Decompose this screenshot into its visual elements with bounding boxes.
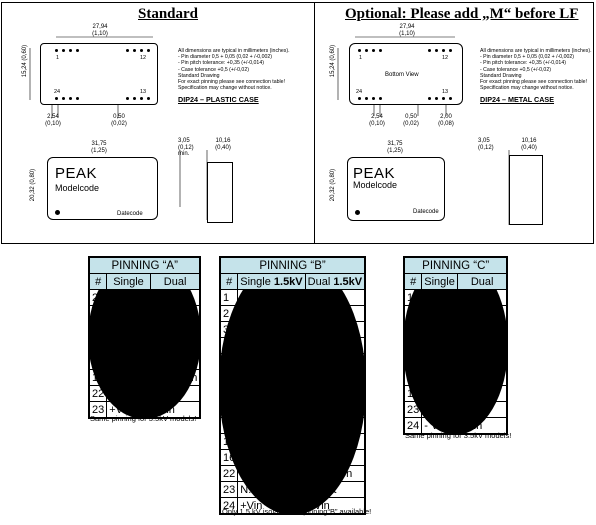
- pin-diameter-dimension: 0,50(0,02): [111, 114, 127, 127]
- col-dual: Dual: [149, 273, 201, 290]
- col-dual: Dual: [456, 273, 508, 290]
- table-row: 12- Vin- Vin: [219, 385, 366, 402]
- bottom-view-label: Bottom View: [385, 72, 419, 78]
- col-number: #: [88, 273, 108, 290]
- modelcode-label: Modelcode: [55, 183, 100, 193]
- pinning-c-table: PINNING “C” # Single Dual 1+Vin+Vin 2+Vi…: [403, 256, 509, 435]
- metal-case-title: DIP24 – METAL CASE: [480, 95, 555, 104]
- col-number: #: [403, 273, 423, 290]
- table-row: 3- Vin- Vin: [88, 305, 201, 322]
- right-height-dimension: 15,24 (0,60): [329, 44, 336, 78]
- top-view-outline: [40, 43, 158, 105]
- pin1-marker-dot: [55, 210, 60, 215]
- right-pin-diameter-dimension: 0,50(0,02): [403, 114, 419, 127]
- table-row: 1+Vin+Vin: [219, 289, 366, 306]
- table-row: 23+Vin+Vin: [88, 401, 201, 419]
- right-pin-1-label: 1: [359, 55, 363, 61]
- right-pin-24-label: 24: [356, 89, 363, 95]
- drawing-frame: [1, 2, 594, 244]
- right-front-width-dimension: 31,75(1,25): [387, 141, 403, 154]
- optional-heading: Optional: Please add „M“ before LF: [345, 6, 579, 22]
- right-modelcode-label: Modelcode: [353, 180, 398, 190]
- pinning-b-title: PINNING “B”: [219, 256, 366, 274]
- right-datecode-label: Datecode: [413, 209, 439, 215]
- pinning-a-footnote: Same pinning for 3.5kV models!: [90, 414, 197, 423]
- metal-bottom-view-outline: [349, 43, 463, 105]
- side-width-dimension: 10,16(0,40): [215, 138, 231, 151]
- right-pin-12-label: 12: [442, 55, 449, 61]
- right-notes: All dimensions are typical in millimeter…: [480, 48, 592, 92]
- table-row: 23- Vin- Vin: [403, 401, 508, 418]
- left-notes: All dimensions are typical in millimeter…: [178, 48, 290, 92]
- col-number: #: [219, 273, 239, 290]
- metal-front-view-outline: [347, 157, 445, 221]
- pin-13-label: 13: [140, 89, 147, 95]
- front-width-dimension: 31,75(1,25): [91, 141, 107, 154]
- pinning-b-table: PINNING “B” # Single 1.5kV Dual 1.5kV 1+…: [219, 256, 367, 515]
- col-single: Single: [106, 273, 151, 290]
- right-pin-13-label: 13: [442, 89, 449, 95]
- col-single: Single: [421, 273, 458, 290]
- pinning-a-table: PINNING “A” # Single Dual 2- Vin- Vin 3-…: [88, 256, 202, 419]
- right-pin1-marker-dot: [355, 210, 360, 215]
- width-dimension: 27,94(1,10): [92, 24, 108, 37]
- pinning-a-title: PINNING “A”: [88, 256, 201, 274]
- front-view-outline: [47, 157, 158, 220]
- pin-1-label: 1: [56, 55, 60, 61]
- table-row: 14+ Vout+Vout: [88, 353, 201, 370]
- table-row: 14+Vout+Vout: [219, 417, 366, 434]
- right-pitch-dimension: 2,54(0,10): [369, 114, 385, 127]
- standard-heading: Standard: [138, 6, 199, 22]
- table-row: 1+Vin+Vin: [403, 289, 508, 306]
- table-row: 13+Vout- Vout: [403, 369, 508, 386]
- col-dual-1-5kv: Dual 1.5kV: [304, 273, 366, 290]
- right-front-height-dimension: 20,32 (0,80): [329, 168, 336, 202]
- plastic-case-title: DIP24 – PLASTIC CASE: [178, 95, 259, 104]
- right-side-width-dimension: 10,16(0,40): [521, 138, 537, 151]
- right-standoff-dimension: 2,00(0,08): [438, 114, 454, 127]
- table-row: 22+Vin+Vin: [88, 385, 201, 402]
- datecode-label: Datecode: [117, 211, 143, 217]
- pin-12-label: 12: [140, 55, 147, 61]
- col-single-1-5kv: Single 1.5kV: [237, 273, 306, 290]
- table-row: 2- Vin- Vin: [88, 289, 201, 306]
- right-peak-logo: PEAK: [353, 165, 396, 182]
- pitch-dimension: 2,54(0,10): [45, 114, 61, 127]
- right-side-view-outline: [509, 155, 543, 225]
- pinning-c-footnote: Same pinning for 3.5kV models!: [405, 431, 512, 440]
- right-width-dimension: 27,94(1,10): [399, 24, 415, 37]
- table-row: 24+Vin+Vin: [219, 497, 366, 515]
- table-row: 2+Vin+Vin: [403, 305, 508, 322]
- table-row: 11+Vout+Vout: [219, 369, 366, 386]
- pinning-c-title: PINNING “C”: [403, 256, 508, 274]
- right-side-pin-length: 3,05(0,12): [478, 138, 494, 151]
- table-row: 24- Vin- Vin: [403, 417, 508, 435]
- pin-24-label: 24: [54, 89, 61, 95]
- side-pin-length: 3,05(0,12)min.: [178, 138, 194, 157]
- side-view-outline: [207, 162, 233, 223]
- table-row: 13- Vin- Vin: [219, 401, 366, 418]
- panel-divider: [314, 2, 315, 244]
- pinning-b-footnote: Only 1.5 kV isolation for pinning“B” ava…: [222, 507, 372, 516]
- peak-logo: PEAK: [55, 165, 98, 182]
